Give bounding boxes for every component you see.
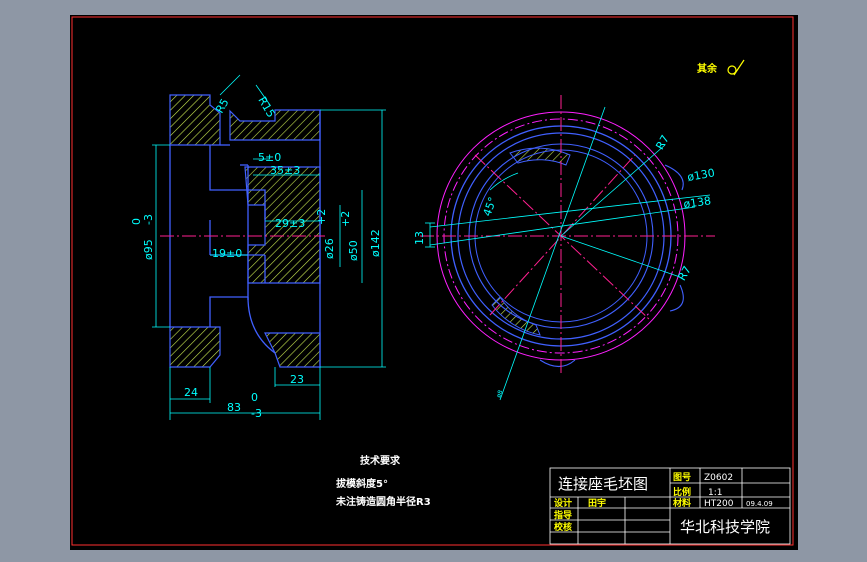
dim-138: ø138 <box>683 194 712 211</box>
dim-24: 24 <box>184 386 198 399</box>
dim-r7-top: R7 <box>653 133 672 152</box>
left-section-view: R5 R15 5±0 35±3 29±3 19±0 ø26 +2 ø50 +2 … <box>130 74 386 420</box>
dim-95-tol: 0 <box>130 218 143 225</box>
hatch-arc-top <box>509 147 571 166</box>
dim-26-tol: +2 <box>315 209 328 225</box>
dim-19: 19±0 <box>212 247 242 260</box>
scale-label: 比例 <box>673 486 691 498</box>
checker-label: 校核 <box>554 521 572 533</box>
dim-142: ø142 <box>369 229 382 257</box>
dim-83-tol: 0 <box>251 391 258 404</box>
scale-value: 1:1 <box>708 488 722 498</box>
date-value: 09.4.09 <box>746 500 773 508</box>
dim-130: ø130 <box>686 166 716 184</box>
dim-95-tol2: -3 <box>142 214 155 225</box>
right-circular-view: R7 R7 ø130 ø138 45° 13 ø8 <box>413 95 716 401</box>
dim-45deg: 45° <box>481 195 500 218</box>
drawing-canvas: 其余 <box>70 15 798 550</box>
material-label: 材料 <box>672 497 691 509</box>
hatch-bottom-left <box>169 326 221 368</box>
instructor-label: 指导 <box>554 509 572 521</box>
material-value: HT200 <box>704 499 734 509</box>
roughness-symbol-icon <box>727 59 745 76</box>
dim-r7-bottom: R7 <box>675 264 694 283</box>
tech-req-title: 技术要求 <box>360 454 401 467</box>
school-name: 华北科技学院 <box>680 518 770 536</box>
dim-13: 13 <box>413 231 426 245</box>
title-block <box>549 467 791 545</box>
hatch-bottom-right <box>264 332 321 368</box>
dim-23: 23 <box>290 373 304 386</box>
dim-83: 83 <box>227 401 241 414</box>
hatch-top-left <box>169 94 221 146</box>
dim-83-tol2: -3 <box>251 407 262 420</box>
dim-5: 5±0 <box>258 151 281 164</box>
drawing-no-label: 图号 <box>673 472 691 483</box>
dim-29: 29±3 <box>275 217 305 230</box>
tech-req-line1: 拔模斜度5° <box>336 477 388 490</box>
dim-35: 35±3 <box>270 164 300 177</box>
dim-95: ø95 <box>142 239 155 260</box>
drawing-no: Z0602 <box>704 473 733 483</box>
roughness-note: 其余 <box>697 62 718 75</box>
dim-50-tol: +2 <box>339 211 352 227</box>
dim-small-hole: ø8 <box>495 389 504 399</box>
dim-r5: R5 <box>213 96 232 115</box>
dim-50: ø50 <box>347 240 360 261</box>
tech-req-line2: 未注铸造圆角半径R3 <box>335 495 431 508</box>
designer-name: 田宇 <box>588 497 606 509</box>
dim-26: ø26 <box>323 238 336 259</box>
inner-border <box>71 16 794 546</box>
part-name: 连接座毛坯图 <box>558 475 648 493</box>
dim-r15: R15 <box>255 95 277 120</box>
designer-label: 设计 <box>554 497 572 509</box>
hatch-top-right <box>229 109 321 141</box>
technical-requirements: 技术要求 拔模斜度5° 未注铸造圆角半径R3 <box>335 454 431 508</box>
cad-drawing: 其余 <box>71 16 794 546</box>
